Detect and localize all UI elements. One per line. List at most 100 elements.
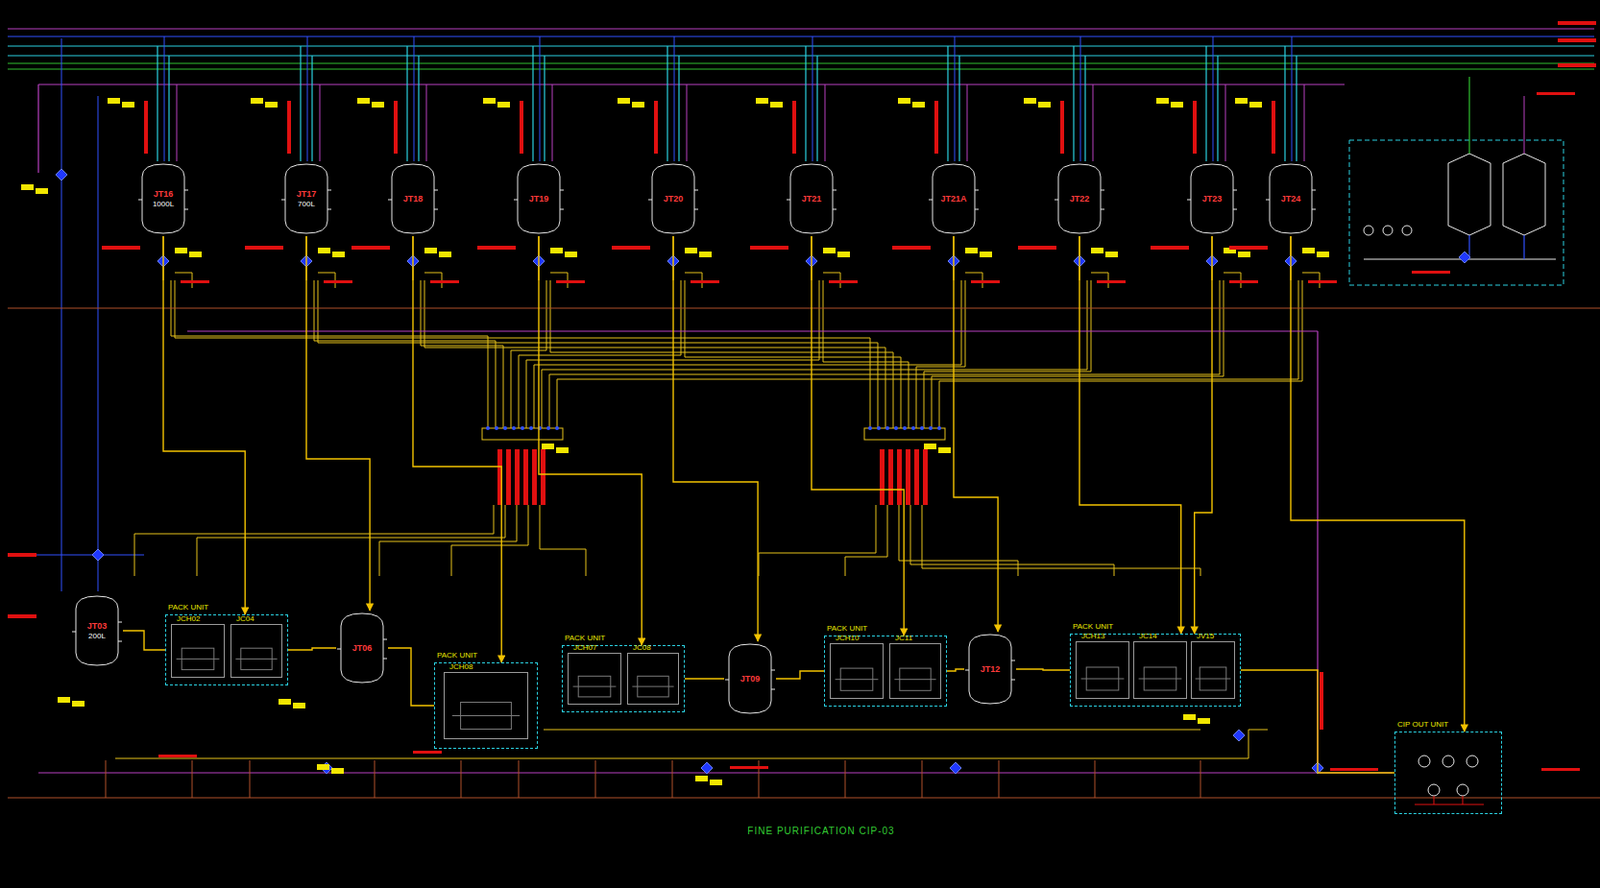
pipe-line [1212,36,1214,162]
marker-bar [1536,92,1576,96]
marker-bar [514,449,520,506]
marker-bar [1271,100,1276,154]
marker-bar [1330,768,1379,772]
pipe-line [187,330,1318,332]
tag-symbol [497,101,510,108]
marker-bar [792,100,797,154]
pipe-line [1092,84,1094,162]
marker-bar [323,280,353,284]
equipment-tag: 700L [297,199,316,209]
marker-bar [896,449,902,506]
skid-outline [230,624,283,679]
pipe-line [954,36,956,162]
skid-outline [627,653,679,705]
pipe-line [532,46,534,162]
pipe-line [374,760,376,799]
tag-symbol [265,101,278,108]
pipe-line [1304,84,1306,162]
pipe-line [379,505,517,577]
pipe-connector [811,236,904,636]
pipe-connector [387,648,435,706]
tag-symbol [755,97,769,104]
port-dot [555,426,559,431]
vessel-shell [728,644,772,714]
nozzle [928,190,979,210]
pipe-line [7,54,1595,56]
pipe-connector [684,678,725,679]
marker-bar [879,449,885,506]
vessel-shell [517,164,560,234]
tag-symbol [617,97,631,104]
marker-bar [892,245,931,250]
pipe-line [115,758,1249,760]
marker-bar [1192,100,1197,154]
tag-symbol [107,97,121,104]
tag-symbol [1183,714,1196,721]
skid-outline [1190,641,1236,700]
pipe-line [424,280,886,429]
tag-symbol [331,768,344,775]
pipe-connector [1240,670,1395,774]
equipment-skid: JCH02 [170,624,225,679]
pipe-line [758,505,876,577]
tag-symbol [483,97,496,104]
pipe-line [1248,729,1268,759]
skid-pipe [1139,678,1183,680]
pipe-line [311,55,313,162]
pipe-line [958,55,960,162]
pipe-line [1094,760,1096,799]
pipe-line [666,46,668,162]
pipe-line [1225,84,1227,162]
equipment-tag: JCH02 [176,614,200,624]
pipe-line [824,84,826,162]
pipe-line [1284,46,1285,162]
pipe-line [946,46,948,162]
tag-symbol [174,247,188,254]
drawing-caption: FINE PURIFICATION CIP-03 [747,825,895,837]
tag-symbol [556,447,569,454]
marker-bar [7,614,37,619]
pipe-line [420,280,504,429]
tag-symbol [912,101,925,108]
pipe-line [460,760,462,799]
pipe-line [1295,55,1297,162]
unit-heading: PACK UNIT [168,603,209,612]
skid-frame [171,625,225,679]
vessel-shell [391,164,435,234]
unit-heading: PACK UNIT [436,651,478,660]
pack-unit: PACK UNITJCH10JC11 [824,635,947,707]
port-dot [868,426,873,431]
process-vessel: JT09 [724,641,776,717]
pipe-line [518,760,520,799]
equipment-tag: JT21 [801,193,823,204]
pipe-line [1524,96,1526,154]
pipe-line [816,55,818,162]
port-dot [928,426,933,431]
pipe-line [317,280,878,429]
port-dot [520,426,525,431]
pipe-line [170,280,488,429]
process-vessel: JT23 [1186,161,1238,237]
port-dot [902,426,907,431]
nozzle [72,622,122,642]
equipment-skid: JCH07 [567,653,622,705]
process-vessel: JT24 [1264,161,1317,237]
skid-outline [170,624,225,679]
pipe-line [550,280,894,429]
marker-bar [1229,280,1259,284]
equipment-tag: JC08 [632,643,652,653]
process-vessel: JT12 [964,631,1017,707]
marker-bar [556,280,585,284]
tag-symbol [371,101,385,108]
marker-bar [477,245,516,250]
pipe-line [845,505,888,577]
pipe-line [518,280,681,429]
process-vessel: JT21 [785,161,838,237]
nozzle [786,190,837,210]
marker-bar [430,280,460,284]
vessel-shell [75,596,119,666]
marker-bar [828,280,858,284]
